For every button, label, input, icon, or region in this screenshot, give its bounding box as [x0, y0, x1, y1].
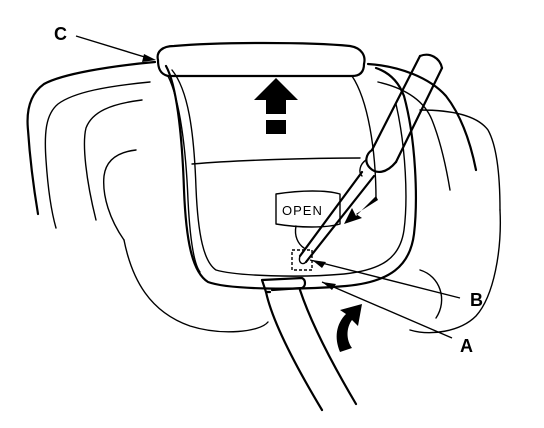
hook-tool — [260, 276, 358, 412]
push-arrow-icon — [344, 196, 378, 224]
cover-lid — [156, 41, 377, 273]
arrow-up-icon — [254, 78, 298, 134]
curved-arrow-icon — [336, 304, 362, 352]
screwdriver — [298, 53, 444, 265]
housing-right — [366, 62, 501, 334]
open-tag-text: OPEN — [282, 203, 323, 218]
label-c: C — [54, 24, 67, 44]
latch-detail-b — [291, 249, 461, 299]
label-a: A — [460, 336, 473, 356]
open-tag: OPEN — [275, 190, 341, 249]
latch-leader-a — [321, 281, 453, 339]
label-b: B — [470, 290, 483, 310]
latch-leader-c — [75, 35, 156, 62]
housing-left — [26, 60, 269, 333]
